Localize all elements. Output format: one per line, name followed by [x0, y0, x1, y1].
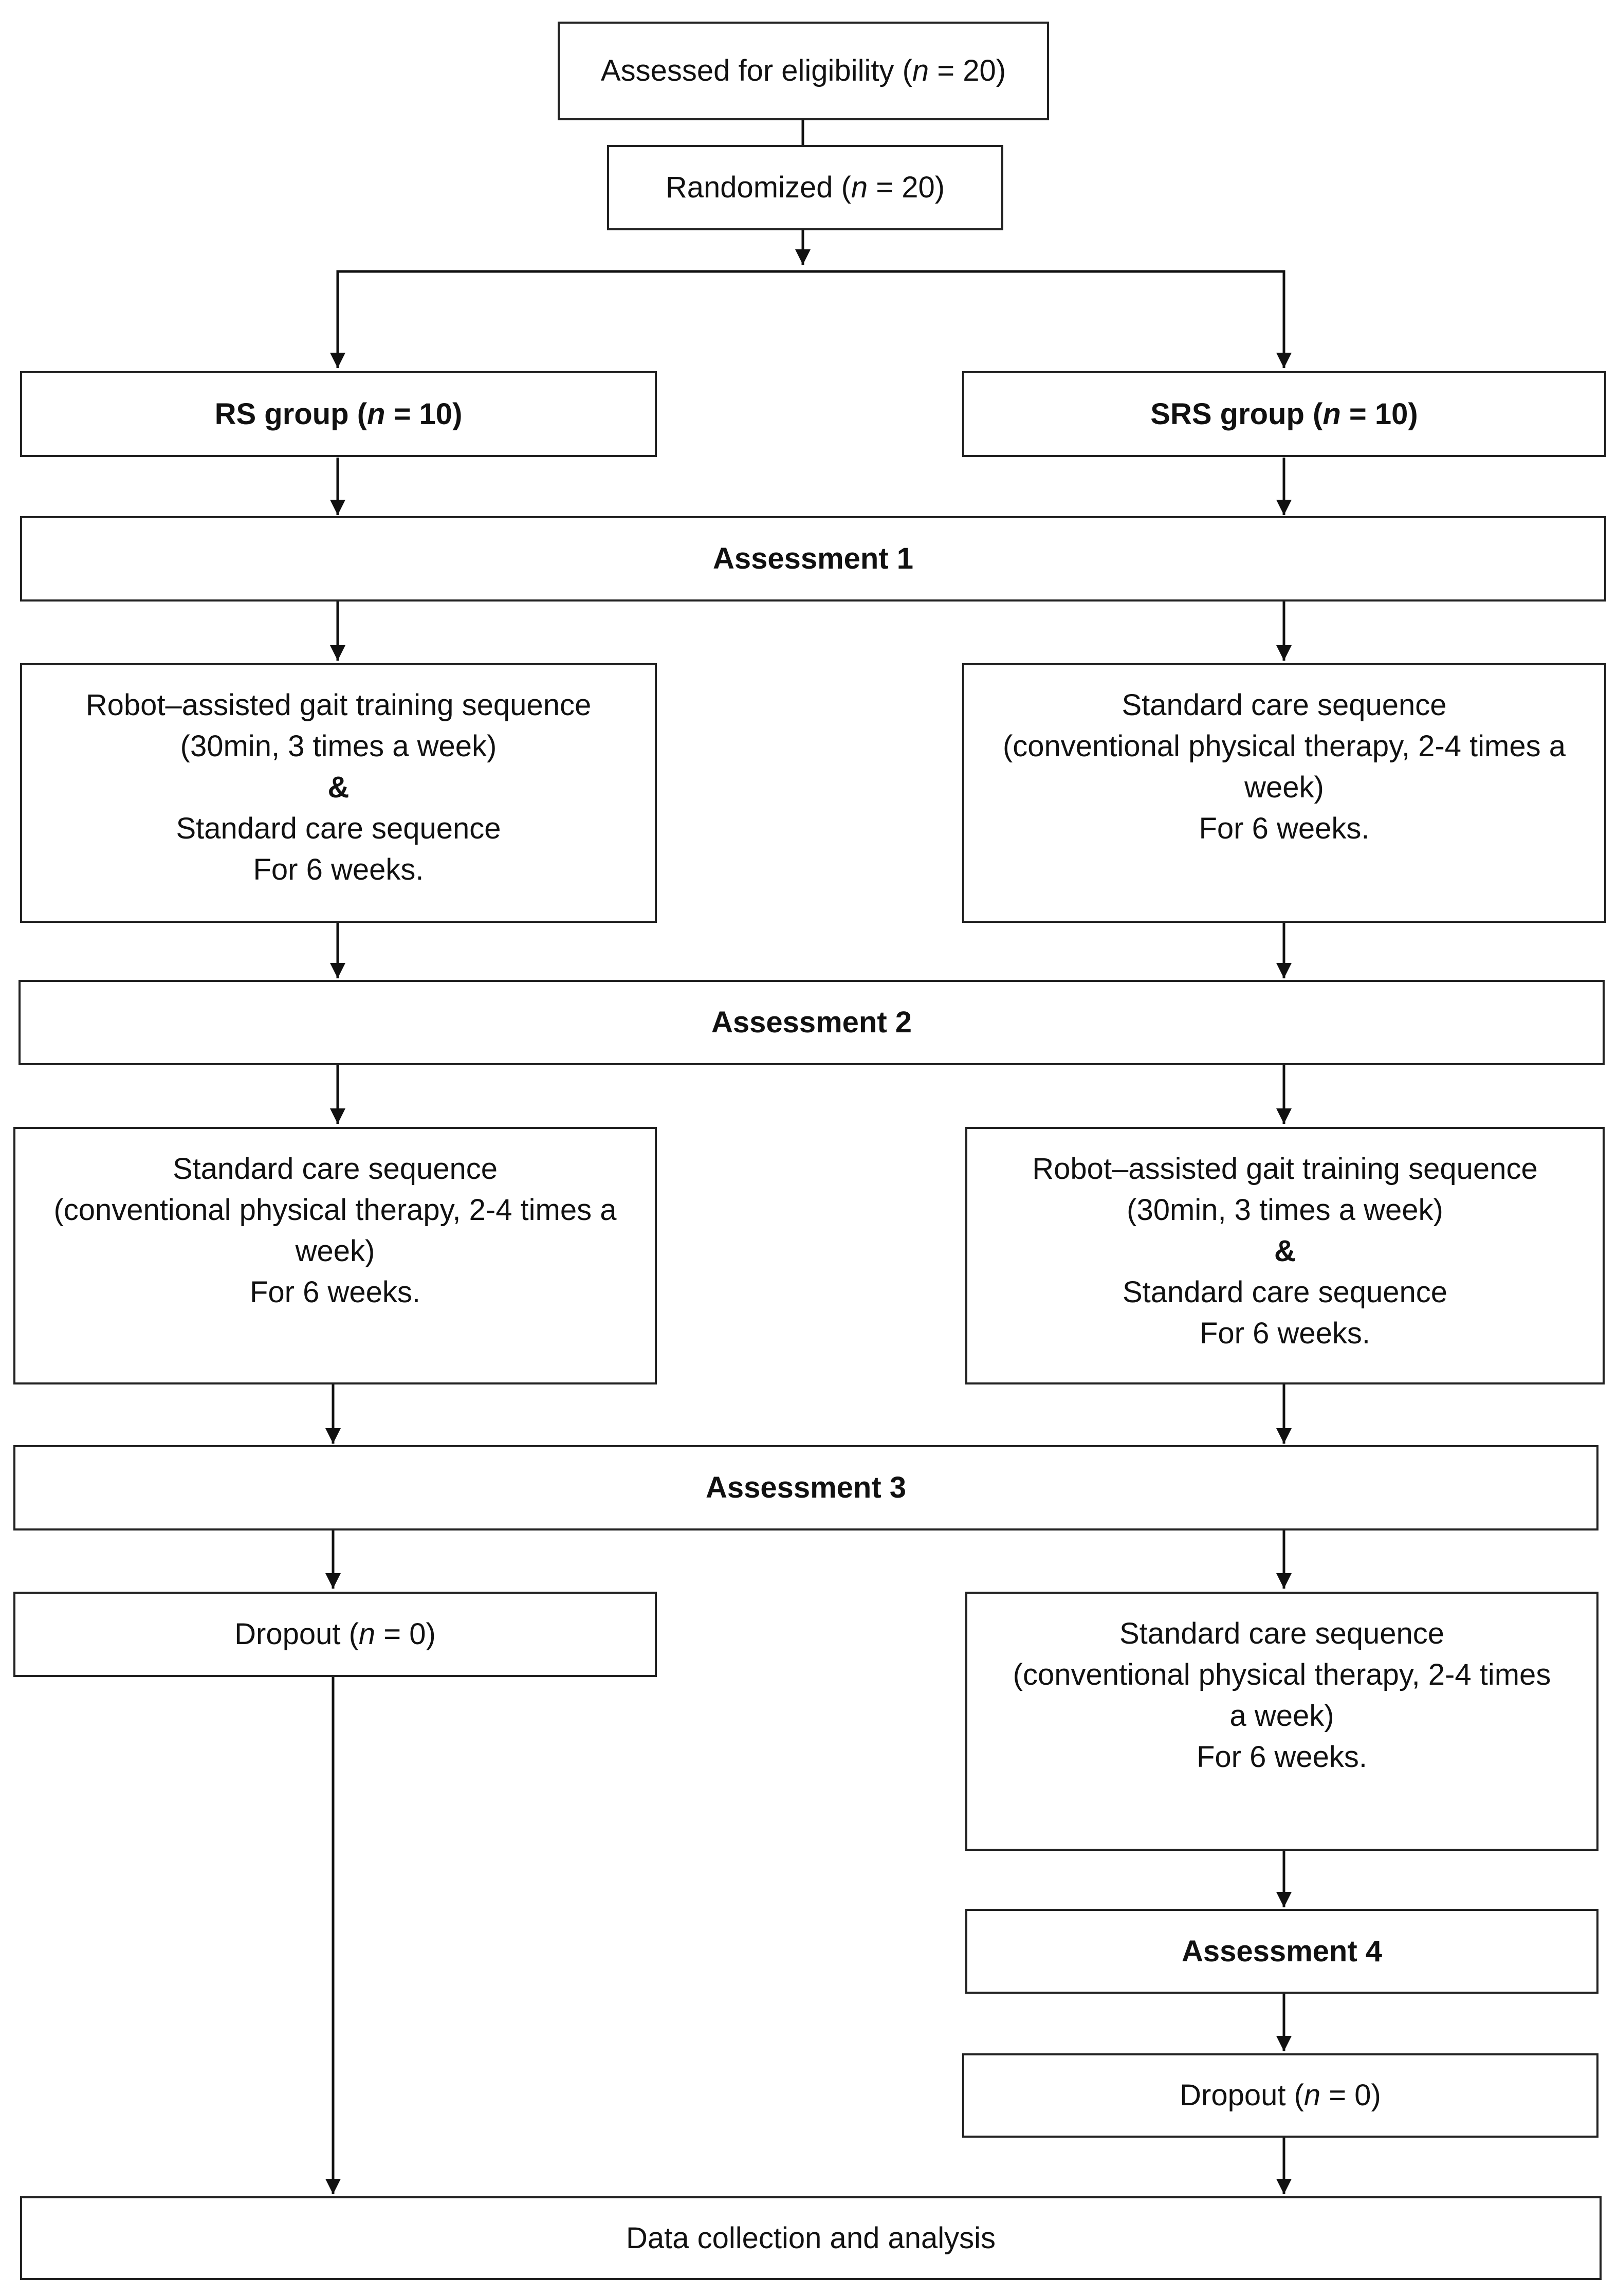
- standard-line-2: (conventional physical therapy, 2-4 time…: [53, 1193, 617, 1227]
- assessment-3-box: Assessment 3: [13, 1445, 1598, 1530]
- srs-dropout-label: Dropout (n = 0): [1180, 2075, 1381, 2116]
- srs-group-box: SRS group (n = 10): [962, 371, 1606, 457]
- dropout-right-post: = 0): [1320, 2079, 1381, 2112]
- assessed-post: = 20): [929, 54, 1006, 87]
- assessment-3-label: Assessment 3: [705, 1471, 907, 1504]
- assessed-eligibility-label: Assessed for eligibility (n = 20): [601, 50, 1006, 92]
- standard-line-3: week): [295, 1234, 375, 1268]
- data-collection-box: Data collection and analysis: [20, 2196, 1602, 2280]
- srs-period3-standard-box: Standard care sequence (conventional phy…: [965, 1592, 1598, 1851]
- srs-group-post: = 10): [1340, 397, 1418, 431]
- dropout-left-post: = 0): [375, 1617, 436, 1651]
- dropout-right-n: n: [1303, 2079, 1321, 2112]
- rs-group-label: RS group (n = 10): [215, 394, 463, 435]
- rs-dropout-label: Dropout (n = 0): [234, 1614, 436, 1655]
- rs-group-post: = 10): [385, 397, 463, 431]
- srs-period1-standard-box: Standard care sequence (conventional phy…: [962, 663, 1606, 923]
- robot-line-3: Standard care sequence: [1123, 1275, 1447, 1309]
- dropout-right-pre: Dropout (: [1180, 2079, 1304, 2112]
- srs-group-label: SRS group (n = 10): [1150, 394, 1418, 435]
- standard-final-line-3: a week): [1229, 1699, 1334, 1733]
- standard-final-line-2: (conventional physical therapy, 2-4 time…: [1013, 1658, 1551, 1691]
- standard-line-1: Standard care sequence: [1122, 688, 1447, 722]
- assessed-n: n: [912, 54, 929, 87]
- robot-ampersand: &: [1274, 1234, 1296, 1268]
- assessment-1-box: Assessment 1: [20, 516, 1606, 602]
- robot-ampersand: &: [327, 771, 350, 804]
- dropout-left-pre: Dropout (: [234, 1617, 359, 1651]
- standard-line-4: For 6 weeks.: [1199, 812, 1370, 845]
- assessed-eligibility-box: Assessed for eligibility (n = 20): [558, 22, 1049, 120]
- assessment-2-label: Assessment 2: [711, 1006, 912, 1039]
- robot-line-1: Robot–assisted gait training sequence: [1032, 1152, 1538, 1186]
- rs-period1-robot-box: Robot–assisted gait training sequence (3…: [20, 663, 657, 923]
- dropout-left-n: n: [358, 1617, 376, 1651]
- assessment-1-label: Assessment 1: [712, 542, 914, 575]
- srs-group-pre: SRS group (: [1150, 397, 1323, 431]
- standard-line-3: week): [1244, 771, 1324, 804]
- srs-dropout-box: Dropout (n = 0): [962, 2053, 1598, 2138]
- standard-line-1: Standard care sequence: [173, 1152, 498, 1186]
- assessment-4-label: Assessment 4: [1181, 1934, 1383, 1968]
- assessment-2-box: Assessment 2: [19, 980, 1605, 1065]
- assessed-pre: Assessed for eligibility (: [600, 54, 912, 87]
- srs-period2-robot-box: Robot–assisted gait training sequence (3…: [965, 1127, 1605, 1384]
- robot-line-4: For 6 weeks.: [1200, 1317, 1370, 1350]
- standard-line-4: For 6 weeks.: [250, 1275, 420, 1309]
- standard-final-line-1: Standard care sequence: [1119, 1617, 1444, 1650]
- split-connector: [336, 270, 1285, 367]
- robot-line-4: For 6 weeks.: [253, 853, 424, 886]
- rs-group-box: RS group (n = 10): [20, 371, 657, 457]
- rs-group-n: n: [367, 397, 385, 431]
- robot-line-2: (30min, 3 times a week): [1127, 1193, 1443, 1227]
- robot-line-3: Standard care sequence: [176, 812, 501, 845]
- assessment-4-box: Assessment 4: [965, 1909, 1598, 1994]
- robot-line-2: (30min, 3 times a week): [180, 730, 497, 763]
- robot-line-1: Robot–assisted gait training sequence: [85, 688, 592, 722]
- standard-line-2: (conventional physical therapy, 2-4 time…: [1002, 730, 1566, 763]
- rs-group-pre: RS group (: [214, 397, 368, 431]
- randomized-pre: Randomized (: [665, 171, 851, 204]
- rs-period2-standard-box: Standard care sequence (conventional phy…: [13, 1127, 657, 1384]
- data-collection-label: Data collection and analysis: [626, 2221, 996, 2255]
- randomized-label: Randomized (n = 20): [666, 167, 945, 208]
- randomized-n: n: [851, 171, 868, 204]
- rs-dropout-box: Dropout (n = 0): [13, 1592, 657, 1677]
- randomized-post: = 20): [868, 171, 945, 204]
- standard-final-line-4: For 6 weeks.: [1197, 1740, 1367, 1774]
- srs-group-n: n: [1322, 397, 1341, 431]
- randomized-box: Randomized (n = 20): [607, 145, 1003, 230]
